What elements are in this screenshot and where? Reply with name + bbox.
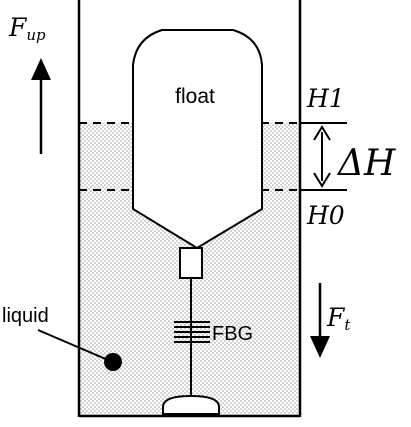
float-label: float bbox=[175, 85, 215, 108]
float-body bbox=[132, 29, 263, 250]
delta-h-arrow-top bbox=[313, 125, 331, 141]
delta-h-label: ΔH bbox=[336, 143, 396, 184]
f-t-arrow-head bbox=[310, 336, 330, 358]
f-up-label: Fup bbox=[8, 13, 46, 44]
float-connector bbox=[179, 247, 203, 279]
fbg-grating bbox=[174, 321, 210, 343]
liquid-leader-line bbox=[37, 329, 109, 361]
liquid-marker-dot bbox=[104, 353, 122, 371]
f-up-arrow-head bbox=[31, 58, 51, 80]
f-t-label: Ft bbox=[326, 303, 351, 334]
h0-label: H0 bbox=[306, 201, 345, 230]
delta-h-arrow-bottom bbox=[313, 172, 331, 188]
anchor-base bbox=[162, 394, 220, 415]
liquid-label: liquid bbox=[2, 305, 49, 327]
fbg-label: FBG bbox=[212, 323, 253, 345]
h1-label: H1 bbox=[306, 84, 345, 113]
